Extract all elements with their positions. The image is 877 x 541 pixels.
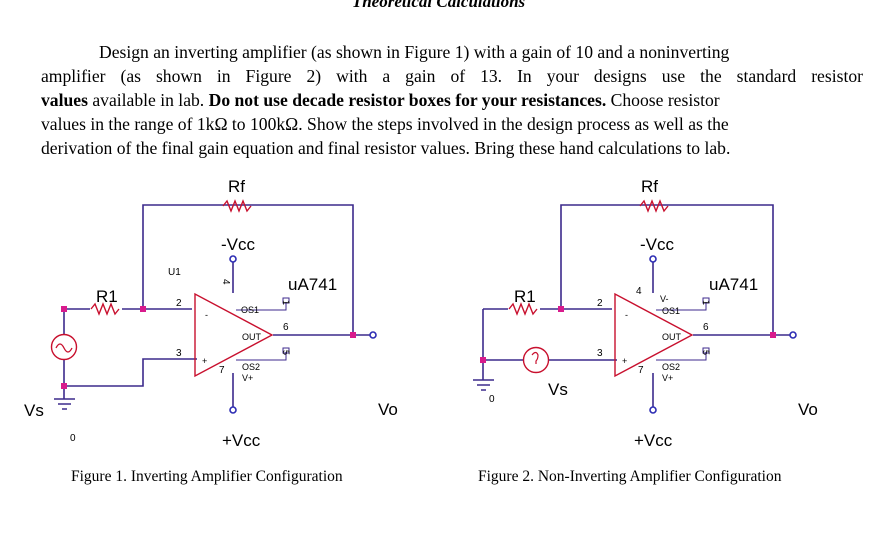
vcc-neg-label: -Vcc	[221, 235, 256, 254]
pin-6-label: 6	[703, 322, 709, 333]
vcc-pos-label: +Vcc	[634, 431, 673, 450]
paragraph-line-3-text-a: available in lab.	[87, 90, 209, 110]
bold-values: values	[41, 90, 88, 110]
pin-4-label: 4	[220, 279, 231, 285]
pin-2-label: 2	[176, 298, 182, 309]
pin-1-label: 1	[701, 300, 711, 305]
vplus-label: V+	[662, 373, 673, 383]
pin-2-label: 2	[597, 298, 603, 309]
r1-resistor-icon	[508, 302, 538, 316]
vo-label: Vo	[378, 400, 398, 419]
section-title: Theoretical Calculations	[351, 0, 526, 11]
paragraph-line-5: derivation of the final gain equation an…	[41, 138, 731, 158]
figure-1-caption: Figure 1. Inverting Amplifier Configurat…	[71, 468, 343, 485]
pin-6-label: 6	[283, 322, 289, 333]
os1-label: OS1	[662, 306, 680, 316]
rf-label: Rf	[228, 177, 245, 196]
rf-label: Rf	[641, 177, 658, 196]
os2-label: OS2	[662, 362, 680, 372]
pin-7-label: 7	[638, 365, 644, 376]
instructions-paragraph: Design an inverting amplifier (as shown …	[41, 40, 863, 160]
plus-sign: +	[622, 356, 627, 366]
vcc-neg-terminal-icon	[229, 255, 237, 263]
opamp-u1-icon	[194, 292, 274, 378]
node-junction	[61, 383, 67, 389]
r1-label: R1	[514, 287, 536, 306]
paragraph-line-2: amplifier (as shown in Figure 2) with a …	[41, 66, 863, 86]
out-label: OUT	[662, 332, 682, 342]
paragraph-line-3: values available in lab. Do not use deca…	[41, 88, 863, 112]
node-junction	[480, 357, 486, 363]
minus-sign: -	[205, 310, 208, 320]
ground-icon	[473, 379, 494, 391]
paragraph-line-4: values in the range of 1kΩ to 100kΩ. Sho…	[41, 114, 729, 134]
vs-label: Vs	[24, 401, 44, 420]
vo-terminal-icon	[369, 331, 377, 339]
vcc-pos-terminal-icon	[229, 406, 237, 414]
rf-resistor-icon	[639, 199, 669, 213]
pin-4-label: 4	[636, 286, 642, 297]
vo-label: Vo	[798, 400, 818, 419]
chip-label: uA741	[709, 275, 758, 294]
vminus-label: V-	[660, 294, 669, 304]
pin-5-label: 5	[281, 350, 291, 355]
pin-1-label: 1	[281, 300, 291, 305]
pin-3-label: 3	[176, 348, 182, 359]
u1-label: U1	[168, 267, 181, 278]
minus-sign: -	[625, 310, 628, 320]
pin-3-label: 3	[597, 348, 603, 359]
ground-node-label: 0	[489, 394, 495, 405]
ground-node-label: 0	[70, 433, 76, 444]
out-label: OUT	[242, 332, 262, 342]
paragraph-line-3-text-b: Choose resistor	[606, 90, 720, 110]
rf-resistor-icon	[222, 199, 252, 213]
os2-label: OS2	[242, 362, 260, 372]
opamp-icon	[614, 292, 694, 378]
vs-label: Vs	[548, 380, 568, 399]
figure-1-circuit: - + Rf -Vcc +Vcc U1 uA741 R1 Vs Vo 0 2 3…	[24, 177, 398, 450]
node-junction	[770, 332, 776, 338]
vcc-neg-terminal-icon	[649, 255, 657, 263]
os1-label: OS1	[241, 305, 259, 315]
vplus-label: V+	[242, 373, 253, 383]
paragraph-line-1: Design an inverting amplifier (as shown …	[99, 42, 730, 62]
vcc-pos-terminal-icon	[649, 406, 657, 414]
node-junction	[140, 306, 146, 312]
pin-5-label: 5	[701, 350, 711, 355]
vcc-neg-label: -Vcc	[640, 235, 675, 254]
figure-2-caption: Figure 2. Non-Inverting Amplifier Config…	[478, 468, 782, 485]
r1-resistor-icon	[90, 302, 120, 316]
vo-terminal-icon	[789, 331, 797, 339]
ground-icon	[54, 398, 75, 410]
plus-sign: +	[202, 356, 207, 366]
figure-2-circuit: - + Rf -Vcc +Vcc uA741 R1 Vs Vo 0 2 3 4 …	[473, 177, 818, 450]
bold-warning: Do not use decade resistor boxes for you…	[208, 90, 607, 110]
voltage-source-icon	[522, 346, 550, 374]
pin-7-label: 7	[219, 365, 225, 376]
node-junction	[350, 332, 356, 338]
vcc-pos-label: +Vcc	[222, 431, 261, 450]
r1-label: R1	[96, 287, 118, 306]
node-junction	[558, 306, 564, 312]
chip-label: uA741	[288, 275, 337, 294]
node-junction	[61, 306, 67, 312]
